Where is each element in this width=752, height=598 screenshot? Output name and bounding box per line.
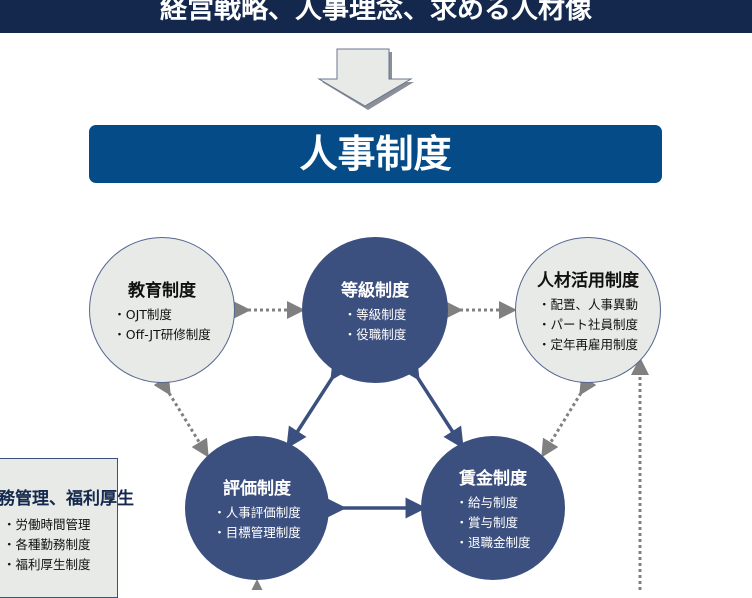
hr-system-banner: 人事制度 (89, 125, 662, 183)
node-item: ・等級制度 (343, 306, 407, 322)
node-title: 労務管理、福利厚生 (0, 489, 134, 509)
node-item: ・各種勤務制度 (3, 537, 91, 552)
node-item: ・Off-JT研修制度 (113, 326, 211, 342)
node-title: 賃金制度 (459, 468, 527, 489)
node-item: ・退職金制度 (455, 534, 531, 550)
node-item: ・OJT制度 (113, 306, 172, 322)
node-wage: 賃金制度 ・給与制度・賞与制度・退職金制度 (421, 436, 565, 580)
node-labor: 労務管理、福利厚生 ・労働時間管理・各種勤務制度・福利厚生制度 (0, 458, 134, 598)
node-item: ・給与制度 (455, 494, 518, 510)
node-title: 等級制度 (341, 280, 409, 301)
node-title: 教育制度 (128, 280, 196, 301)
node-talent: 人材活用制度 ・配置、人事異動・パート社員制度・定年再雇用制度 (515, 237, 661, 383)
node-education: 教育制度 ・OJT制度・Off-JT研修制度 (89, 237, 235, 383)
header-banner: 経営戦略、人事理念、求める人材像 (0, 0, 752, 33)
node-grade: 等級制度 ・等級制度・役職制度 (302, 237, 448, 383)
node-item: ・定年再雇用制度 (537, 336, 638, 352)
node-item: ・人事評価制度 (213, 504, 301, 520)
node-item: ・目標管理制度 (213, 524, 301, 540)
node-evaluation: 評価制度 ・人事評価制度・目標管理制度 (185, 436, 329, 580)
main-title: 人事制度 (299, 132, 452, 176)
node-item: ・配置、人事異動 (537, 296, 638, 312)
header-title: 経営戦略、人事理念、求める人材像 (160, 0, 592, 25)
node-title: 評価制度 (223, 478, 291, 499)
node-item: ・役職制度 (343, 326, 407, 342)
node-item: ・パート社員制度 (537, 316, 638, 332)
node-item: ・労働時間管理 (3, 517, 91, 532)
node-item: ・賞与制度 (455, 514, 518, 530)
node-title: 人材活用制度 (537, 270, 639, 291)
node-item: ・福利厚生制度 (3, 557, 91, 572)
